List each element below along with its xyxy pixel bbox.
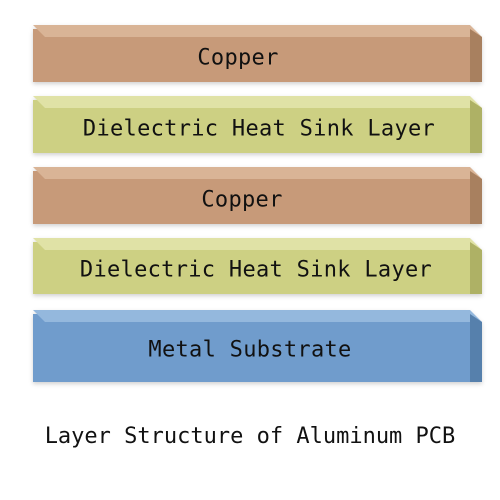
layer-top-face — [33, 25, 482, 37]
layer-slab-copper-top — [33, 25, 482, 82]
layer-slab-metal-substrate — [33, 310, 482, 382]
layer-label-dielectric-top: Dielectric Heat Sink Layer — [82, 116, 436, 141]
layer-slab-dielectric-bottom — [33, 238, 482, 294]
layer-top-face — [33, 167, 482, 179]
layer-side-face — [470, 314, 482, 382]
layer-label-dielectric-bottom: Dielectric Heat Sink Layer — [79, 257, 433, 283]
layer-label-metal-substrate: Metal Substrate — [148, 337, 352, 363]
layer-top-face — [33, 96, 482, 108]
layer-label-copper-middle: Copper — [201, 187, 283, 212]
layer-front-face — [33, 29, 470, 82]
layer-side-face — [470, 100, 482, 153]
layer-side-face — [470, 29, 482, 82]
layer-label-copper-top: Copper — [197, 45, 279, 70]
layer-stack-diagram: Copper Dielectric Heat Sink Layer Copper… — [33, 25, 482, 382]
layer-side-face — [470, 242, 482, 294]
layer-front-face — [33, 242, 470, 294]
layer-top-face — [33, 238, 482, 250]
layer-stack-graphic — [33, 25, 482, 382]
layer-slab-copper-middle — [33, 167, 482, 224]
layer-top-face — [33, 310, 482, 322]
layer-side-face — [470, 171, 482, 224]
layer-front-face — [33, 171, 470, 224]
diagram-caption: Layer Structure of Aluminum PCB — [44, 424, 456, 449]
layer-front-face — [33, 100, 470, 153]
layer-front-face — [33, 314, 470, 382]
layer-slab-dielectric-top — [33, 96, 482, 153]
